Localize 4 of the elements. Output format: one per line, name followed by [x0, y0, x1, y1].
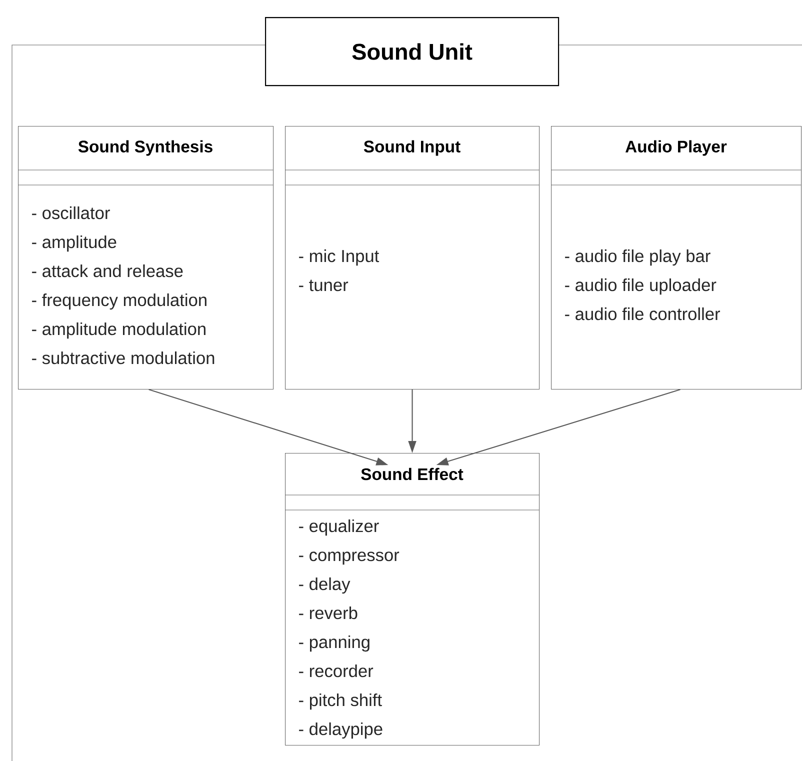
class-box: Sound Synthesis - oscillator - amplitude - attack and release - frequency modulation - amplitude modulation - subtractive modulation [18, 126, 274, 390]
class-box: Audio Player - audio file play bar - audio file uploader - audio file controller [550, 126, 802, 390]
class-box: Sound Effect - equalizer - compressor - delay - reverb - panning - recorder - pitch shift - delaypipe [284, 453, 540, 746]
class-box: Sound Input - mic Input - tuner [284, 126, 540, 390]
